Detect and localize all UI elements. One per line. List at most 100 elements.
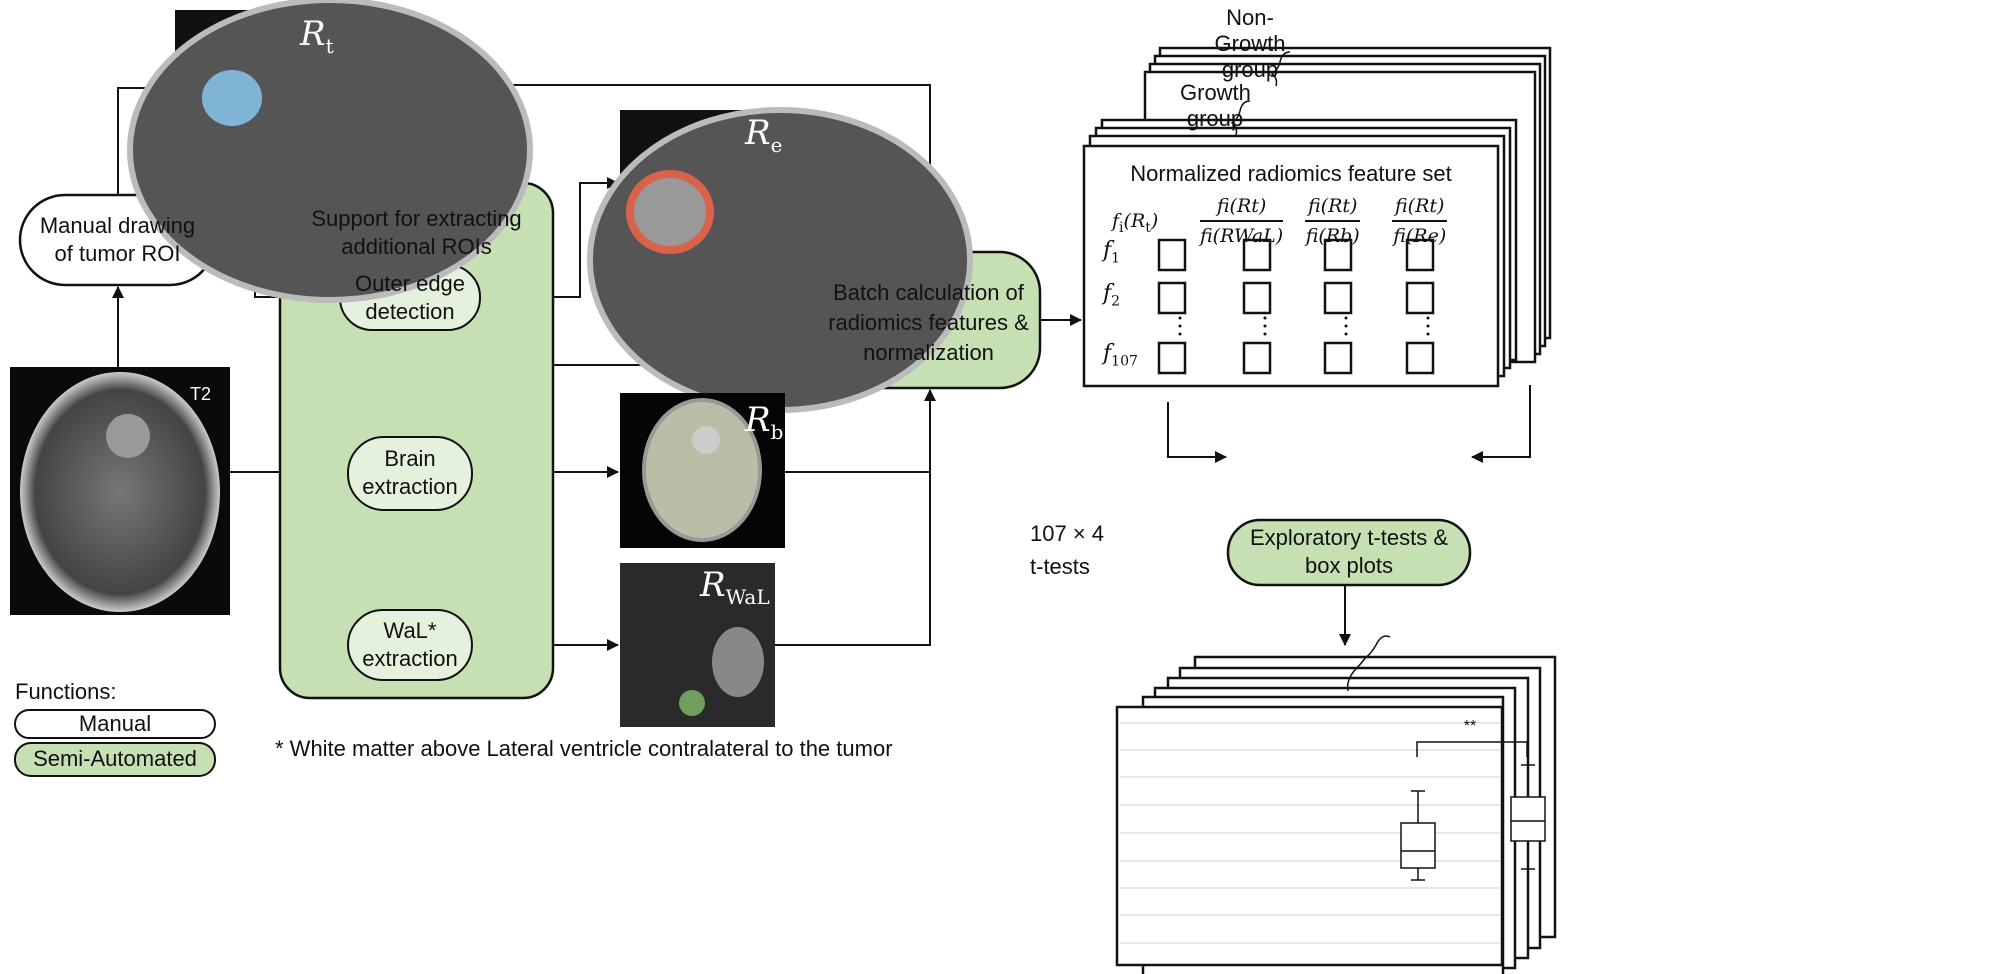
brace-non-growth — [1270, 51, 1291, 87]
t2-label: T2 — [190, 384, 212, 404]
col2-denominator: fi(RWaL) — [1200, 225, 1284, 247]
col2-numerator: fi(Rt) — [1200, 195, 1284, 222]
col3-numerator: fi(Rt) — [1305, 195, 1361, 222]
ttests-count: 107 × 4 — [1030, 521, 1105, 546]
ttests-label: t-tests — [1030, 554, 1090, 579]
ellipsis-dot — [1344, 324, 1348, 328]
feature-cell — [1157, 238, 1187, 272]
rt-image — [127, 0, 533, 303]
manual-drawing-text: Manual drawing of tumor ROI — [39, 213, 196, 266]
boxplot-stack — [1115, 655, 1557, 974]
legend-semi-automated: Semi-Automated — [33, 746, 197, 771]
re-label-sub: e — [770, 132, 783, 157]
col3-denominator: fi(Rb) — [1305, 225, 1360, 247]
row-label-f-glyph: f — [1103, 341, 1112, 366]
rwal-label: RWaL — [700, 565, 770, 609]
row-label-f-glyph: f — [1103, 238, 1112, 263]
feature-cell — [1242, 341, 1272, 375]
boxplot-gridlines — [1120, 722, 1500, 944]
ellipsis-dot — [1426, 324, 1430, 328]
row-label-index: 2 — [1111, 293, 1121, 310]
significance-marker: ** — [1463, 718, 1477, 735]
rb-image — [620, 393, 785, 548]
feature-cell — [1405, 341, 1435, 375]
wal-extraction-node — [347, 609, 473, 681]
row-label-f2: f2 — [1103, 281, 1120, 309]
ellipsis-dot — [1263, 316, 1267, 320]
column-header-4: fi(Rt) fi(Re) — [1392, 195, 1448, 247]
col1-f: f — [1112, 210, 1120, 232]
re-image — [587, 107, 973, 413]
outer-edge-text: Outer edge detection — [354, 271, 466, 324]
ellipsis-dot — [1426, 332, 1430, 336]
column-header-2: fi(Rt) fi(RWaL) — [1200, 195, 1284, 247]
boxplot-non-growth — [1510, 764, 1546, 870]
rb-label: Rb — [745, 400, 783, 444]
legend-title: Functions: — [15, 679, 117, 704]
feature-set-title: Normalized radiomics feature set — [1130, 161, 1452, 186]
feature-cell — [1323, 238, 1353, 272]
feature-cell — [1405, 281, 1435, 315]
wal-extraction-text: WaL* extraction — [362, 618, 458, 671]
rwal-label-sub: WaL — [725, 584, 770, 609]
row-label-f-glyph: f — [1103, 281, 1112, 306]
exploratory-node — [1226, 518, 1472, 587]
ellipsis-dot — [1263, 324, 1267, 328]
rwal-label-main: R — [700, 565, 726, 605]
brain-extraction-node — [347, 436, 473, 511]
row-label-f1: f1 — [1103, 238, 1120, 266]
col1-arg-sub: t — [1145, 219, 1151, 236]
legend-semi-swatch — [14, 742, 216, 777]
ellipsis-dot — [1178, 324, 1182, 328]
feature-set-cells — [1157, 238, 1435, 375]
growth-label: Growth group — [1180, 80, 1251, 131]
ellipsis-dot — [1344, 332, 1348, 336]
t2-image — [10, 367, 230, 615]
row-label-f107: f107 — [1103, 341, 1138, 369]
rwal-image — [620, 563, 775, 727]
non-growth-label: Non-Growth group — [1214, 5, 1286, 82]
row-label-index: 107 — [1111, 353, 1138, 370]
ellipsis-dot — [1178, 316, 1182, 320]
column-header-1: fi(Rt) — [1112, 210, 1159, 236]
feature-cell — [1157, 341, 1187, 375]
re-label-main: R — [745, 113, 771, 153]
support-title: Support for extracting additional ROIs — [311, 206, 522, 259]
legend-manual-swatch — [14, 709, 216, 739]
re-label: Re — [745, 113, 782, 157]
col4-denominator: fi(Re) — [1393, 225, 1447, 247]
footnote: * White matter above Lateral ventricle c… — [275, 736, 893, 761]
feature-cell — [1242, 281, 1272, 315]
ellipsis-dot — [1263, 332, 1267, 336]
feature-cell — [1157, 281, 1187, 315]
brace-growth — [1230, 100, 1251, 136]
col4-numerator: fi(Rt) — [1392, 195, 1448, 222]
feature-cell — [1242, 238, 1272, 272]
col1-arg: (R — [1123, 210, 1146, 232]
feature-cell — [1405, 238, 1435, 272]
feature-cell — [1323, 281, 1353, 315]
arrow-rwal-to-batch — [775, 389, 936, 646]
exploratory-text: Exploratory t-tests & box plots — [1249, 525, 1449, 578]
legend-manual: Manual — [78, 711, 152, 736]
brace-ttests — [1346, 635, 1391, 692]
rt-label-main: R — [300, 14, 326, 54]
col1-f-sub: i — [1119, 219, 1124, 236]
arrow-features-to-ttests — [1167, 402, 1227, 463]
brain-extraction-text: Brain extraction — [362, 446, 458, 499]
column-header-3: fi(Rt) fi(Rb) — [1305, 195, 1361, 247]
rt-label: Rt — [300, 14, 334, 58]
ellipsis-dot — [1426, 316, 1430, 320]
ellipsis-dot — [1178, 332, 1182, 336]
arrow-nongrowth-to-ttests — [1471, 385, 1531, 463]
feature-cell — [1323, 341, 1353, 375]
rt-label-sub: t — [325, 33, 334, 58]
ellipsis-dot — [1344, 316, 1348, 320]
batch-text: Batch calculation of radiomics features … — [828, 280, 1029, 365]
significance-bracket — [1416, 741, 1528, 757]
boxplot-growth — [1400, 790, 1436, 881]
rb-label-sub: b — [770, 419, 784, 444]
row-label-index: 1 — [1111, 250, 1121, 267]
